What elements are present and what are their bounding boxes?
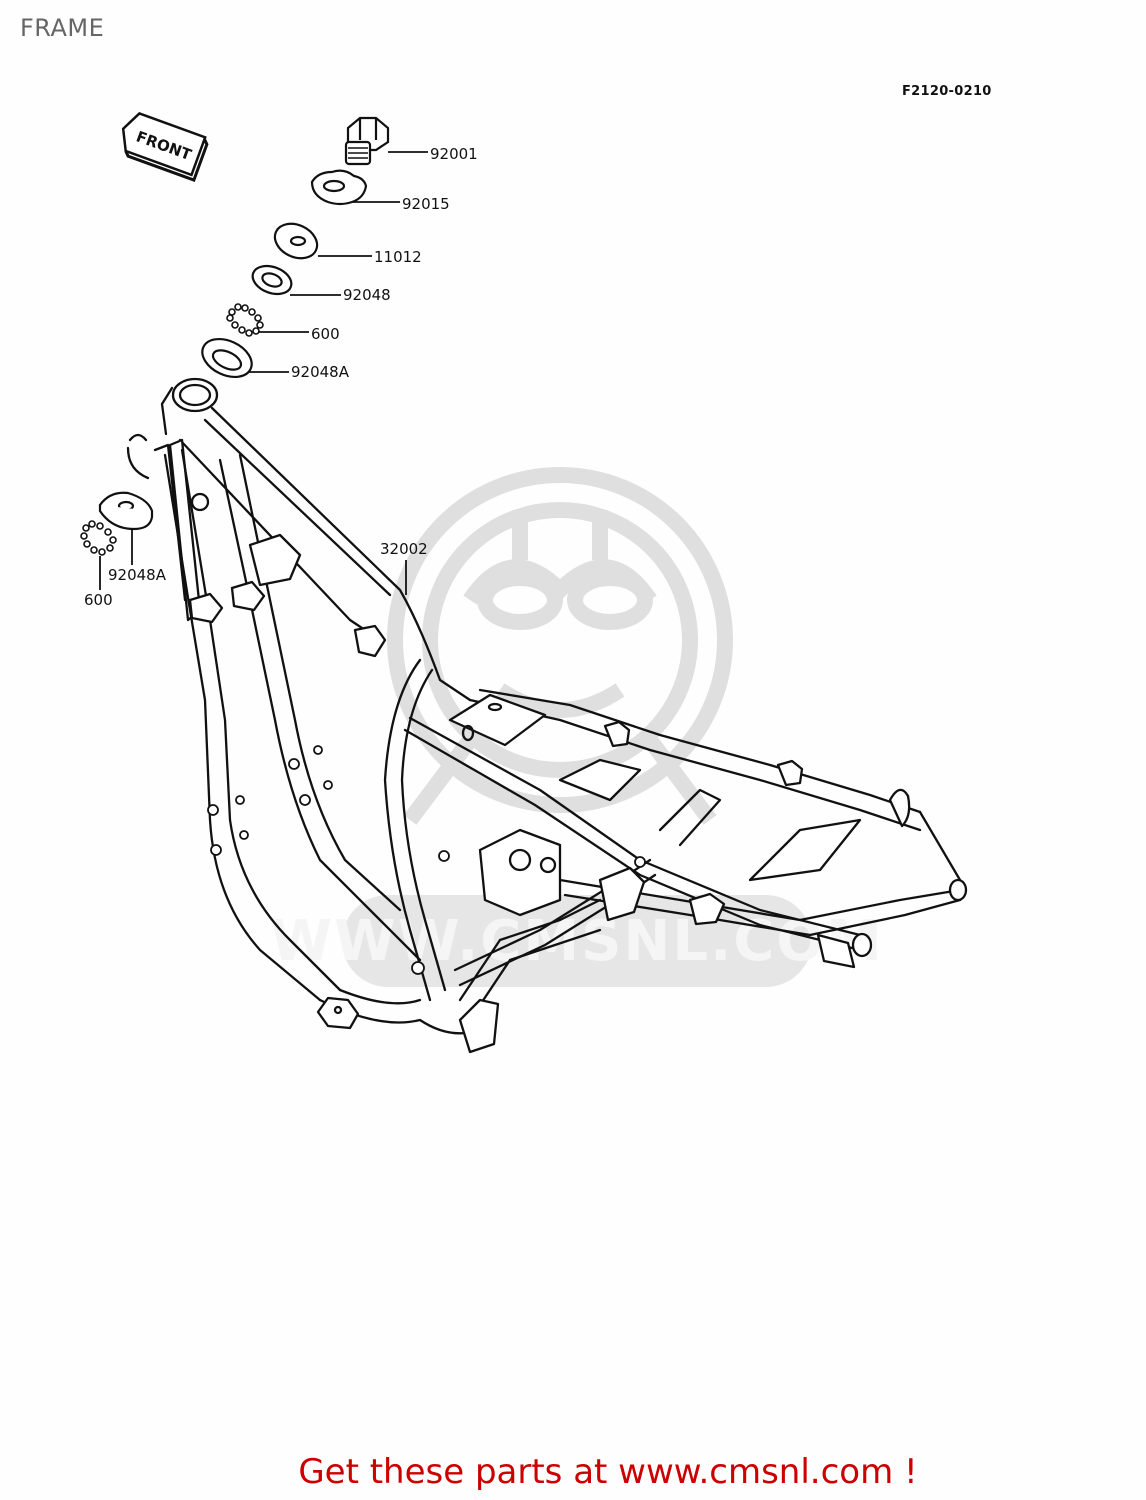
bolt-92001-icon xyxy=(344,116,390,166)
ball-bearings-600-lower-icon xyxy=(80,520,117,556)
callout-92015[interactable]: 92015 xyxy=(402,195,450,213)
callout-32002[interactable]: 32002 xyxy=(380,540,428,558)
callout-92048A-lower[interactable]: 92048A xyxy=(108,566,166,584)
diagram-code: F2120-0210 xyxy=(902,84,992,99)
race-92048A-upper-icon xyxy=(201,337,253,379)
callout-600-lower[interactable]: 600 xyxy=(84,591,113,609)
watermark xyxy=(387,467,733,825)
cap-11012-icon xyxy=(273,222,319,260)
lock-washer-92015-icon xyxy=(310,169,368,206)
callout-11012[interactable]: 11012 xyxy=(374,248,422,266)
frame-parts-diagram: WWW.CMSNL.COM FRONT xyxy=(80,111,968,1054)
leader-lines xyxy=(99,151,428,595)
watermark-text: WWW.CMSNL.COM xyxy=(270,909,883,974)
footer-banner-link[interactable]: Get these parts at www.cmsnl.com ! xyxy=(0,1452,1146,1492)
callout-600-upper[interactable]: 600 xyxy=(311,325,340,343)
parts-stack xyxy=(80,116,390,556)
race-92048-icon xyxy=(251,264,293,296)
frame-32002-drawing xyxy=(126,377,968,1054)
callout-92001[interactable]: 92001 xyxy=(430,145,478,163)
callout-92048[interactable]: 92048 xyxy=(343,286,391,304)
footer-banner-text: Get these parts at www.cmsnl.com ! xyxy=(298,1452,918,1492)
callout-92048A-upper[interactable]: 92048A xyxy=(291,363,349,381)
race-92048A-lower-icon xyxy=(98,491,154,531)
page-title: FRAME xyxy=(20,14,105,42)
ball-bearings-600-icon xyxy=(226,303,264,337)
front-arrow-icon: FRONT xyxy=(121,111,209,182)
